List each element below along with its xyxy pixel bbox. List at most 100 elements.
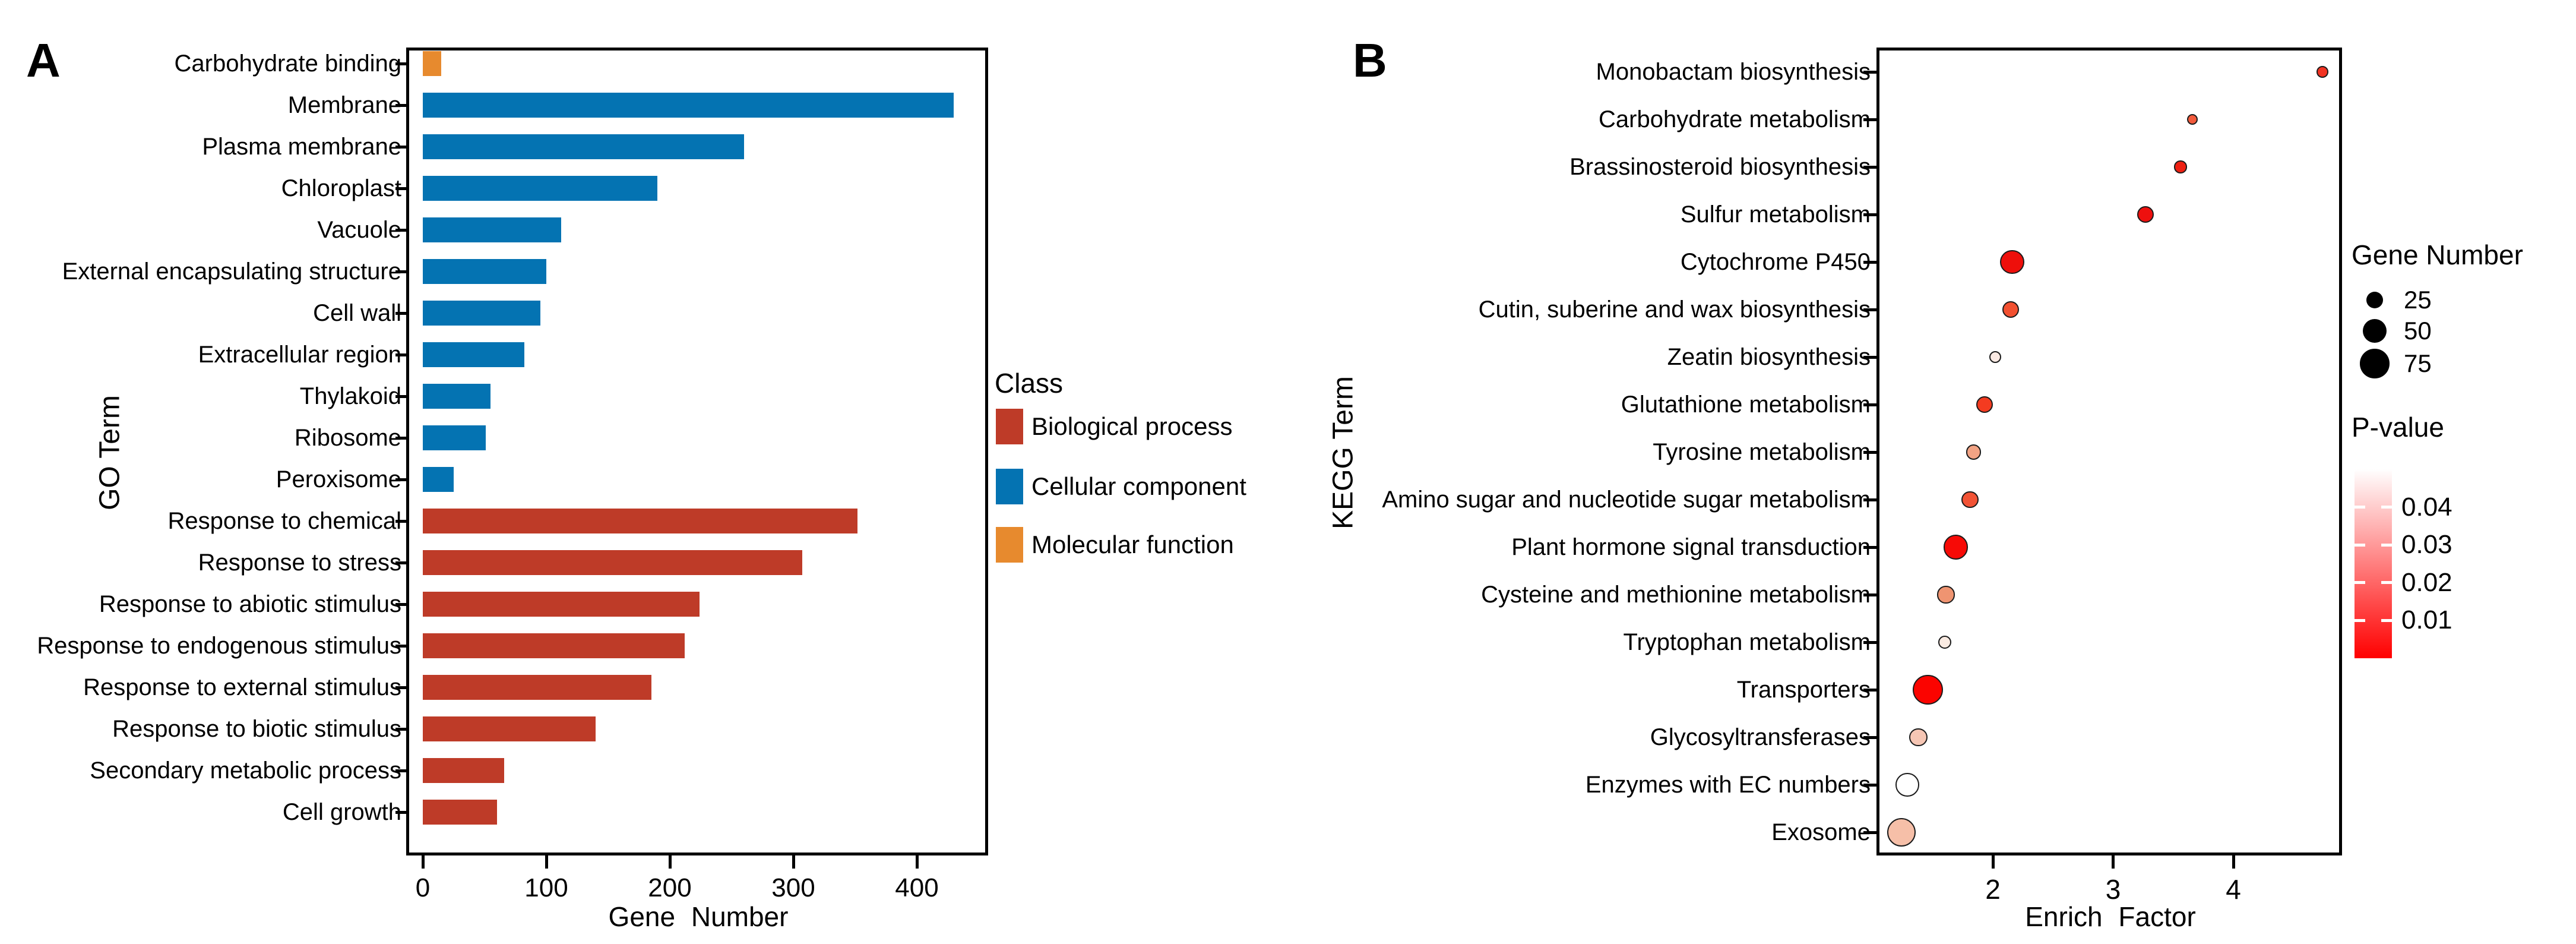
bar-ribosome bbox=[423, 425, 486, 450]
panel-a-y-tick bbox=[395, 311, 409, 315]
panel-b-y-tick bbox=[1863, 545, 1876, 549]
gene-number-legend-dot-75 bbox=[2360, 349, 2390, 378]
dot-exosome bbox=[1887, 817, 1916, 847]
dot-sulfur-metabolism bbox=[2137, 206, 2154, 223]
panel-a-x-tick-label: 300 bbox=[771, 873, 815, 902]
panel-a-xaxis-title: Gene Number bbox=[608, 901, 789, 932]
panel-a-y-tick bbox=[395, 810, 409, 814]
p-value-tick-label-0.03: 0.03 bbox=[2401, 530, 2452, 560]
panel-a-y-tick bbox=[395, 353, 409, 356]
p-value-gradient-bar bbox=[2355, 469, 2392, 658]
p-value-tick-notch-right bbox=[2381, 618, 2392, 622]
class-legend-swatch-cellular-component bbox=[996, 469, 1023, 504]
dot-monobactam-biosynthesis bbox=[2316, 66, 2328, 78]
panel-a-letter: A bbox=[26, 34, 61, 87]
panel-a-category-label: Response to chemical bbox=[167, 508, 401, 534]
panel-a-y-tick bbox=[395, 769, 409, 772]
panel-a-y-tick bbox=[395, 644, 409, 648]
panel-a-category-label: Vacuole bbox=[317, 217, 401, 243]
panel-a-category-label: Response to stress bbox=[198, 550, 401, 576]
panel-b-x-tick-label: 4 bbox=[2226, 874, 2241, 905]
panel-a-y-tick bbox=[395, 436, 409, 440]
panel-a-y-tick bbox=[395, 187, 409, 190]
panel-a-y-tick bbox=[395, 270, 409, 273]
panel-a-y-tick bbox=[395, 727, 409, 731]
dot-plant-hormone-signal-transduction bbox=[1943, 535, 1968, 560]
dot-zeatin-biosynthesis bbox=[1989, 351, 2002, 364]
class-legend-swatch-biological-process bbox=[996, 409, 1023, 444]
panel-b-y-tick bbox=[1863, 593, 1876, 596]
panel-b-category-label: Monobactam biosynthesis bbox=[1596, 59, 1871, 85]
p-value-tick-notch-left bbox=[2355, 543, 2365, 547]
panel-b-plot-area bbox=[1876, 48, 2342, 855]
bar-thylakoid bbox=[423, 384, 491, 409]
dot-cytochrome-p450 bbox=[2000, 250, 2024, 274]
panel-a-y-tick bbox=[395, 228, 409, 232]
gene-number-legend-value-75: 75 bbox=[2404, 349, 2432, 377]
p-value-tick-notch-right bbox=[2381, 506, 2392, 509]
panel-a-category-label: Response to external stimulus bbox=[83, 674, 401, 700]
class-legend-label-cellular-component: Cellular component bbox=[1031, 472, 1246, 500]
dot-brassinosteroid-biosynthesis bbox=[2174, 160, 2187, 173]
dot-tryptophan-metabolism bbox=[1938, 635, 1952, 649]
panel-a-category-label: Response to endogenous stimulus bbox=[37, 633, 401, 659]
gene-number-legend-dot-25 bbox=[2366, 291, 2384, 309]
panel-b-x-tick bbox=[2112, 855, 2115, 869]
dot-carbohydrate-metabolism bbox=[2187, 113, 2198, 125]
panel-b-xaxis-title: Enrich Factor bbox=[2025, 901, 2196, 932]
panel-a-category-label: Carbohydrate binding bbox=[174, 50, 401, 77]
p-value-tick-label-0.02: 0.02 bbox=[2401, 567, 2452, 597]
panel-b-y-tick bbox=[1863, 355, 1876, 359]
panel-a-category-label: Peroxisome bbox=[276, 466, 401, 492]
bar-response-to-external-stimulus bbox=[423, 675, 651, 700]
dot-amino-sugar-and-nucleotide-sugar-metabolism bbox=[1961, 491, 1979, 509]
panel-a-category-label: Thylakoid bbox=[299, 383, 401, 409]
class-legend-title: Class bbox=[995, 368, 1064, 399]
panel-b-y-tick bbox=[1863, 213, 1876, 216]
panel-b-y-tick bbox=[1863, 640, 1876, 644]
class-legend-label-biological-process: Biological process bbox=[1031, 412, 1233, 440]
panel-a-y-tick bbox=[395, 103, 409, 107]
panel-b-category-label: Enzymes with EC numbers bbox=[1585, 772, 1871, 798]
bar-cell-growth bbox=[423, 800, 497, 825]
bar-chloroplast bbox=[423, 176, 658, 201]
panel-b-y-tick bbox=[1863, 783, 1876, 787]
panel-a-y-tick bbox=[395, 561, 409, 564]
bar-external-encapsulating-structure bbox=[423, 259, 546, 284]
bar-response-to-stress bbox=[423, 550, 802, 575]
p-value-tick-notch-right bbox=[2381, 543, 2392, 547]
panel-b-y-tick bbox=[1863, 308, 1876, 311]
p-value-tick-notch-left bbox=[2355, 506, 2365, 509]
panel-a-category-label: Secondary metabolic process bbox=[90, 757, 401, 784]
panel-a-y-tick bbox=[395, 62, 409, 65]
panel-b-x-tick-label: 2 bbox=[1985, 874, 2001, 905]
panel-a-y-tick bbox=[395, 478, 409, 481]
panel-b-y-tick bbox=[1863, 688, 1876, 692]
panel-b-category-label: Cutin, suberine and wax biosynthesis bbox=[1478, 296, 1871, 323]
p-value-tick-label-0.01: 0.01 bbox=[2401, 605, 2452, 635]
panel-a-category-label: Ribosome bbox=[294, 425, 401, 451]
panel-b-x-tick-label: 3 bbox=[2105, 874, 2121, 905]
panel-b-category-label: Zeatin biosynthesis bbox=[1667, 344, 1871, 370]
panel-b-y-tick bbox=[1863, 70, 1876, 74]
panel-b-category-label: Cysteine and methionine metabolism bbox=[1481, 582, 1871, 608]
panel-a-yaxis-title: GO Term bbox=[94, 395, 126, 510]
bar-plasma-membrane bbox=[423, 134, 744, 159]
p-value-tick-notch-left bbox=[2355, 618, 2365, 622]
p-value-tick-label-0.04: 0.04 bbox=[2401, 492, 2452, 522]
dot-cysteine-and-methionine-metabolism bbox=[1937, 586, 1955, 604]
class-legend-swatch-molecular-function bbox=[996, 527, 1023, 563]
bar-membrane bbox=[423, 93, 954, 118]
panel-b-category-label: Amino sugar and nucleotide sugar metabol… bbox=[1382, 487, 1871, 513]
panel-a-y-tick bbox=[395, 145, 409, 149]
panel-a-x-tick-label: 200 bbox=[648, 873, 692, 902]
panel-b-y-tick bbox=[1863, 260, 1876, 264]
dot-tyrosine-metabolism bbox=[1966, 444, 1982, 460]
gene-number-legend-value-25: 25 bbox=[2404, 286, 2432, 314]
bar-carbohydrate-binding bbox=[423, 51, 442, 76]
panel-b-category-label: Glutathione metabolism bbox=[1621, 392, 1871, 418]
panel-b-category-label: Carbohydrate metabolism bbox=[1599, 106, 1871, 132]
panel-a-category-label: External encapsulating structure bbox=[62, 258, 401, 285]
bar-response-to-chemical bbox=[423, 509, 858, 533]
